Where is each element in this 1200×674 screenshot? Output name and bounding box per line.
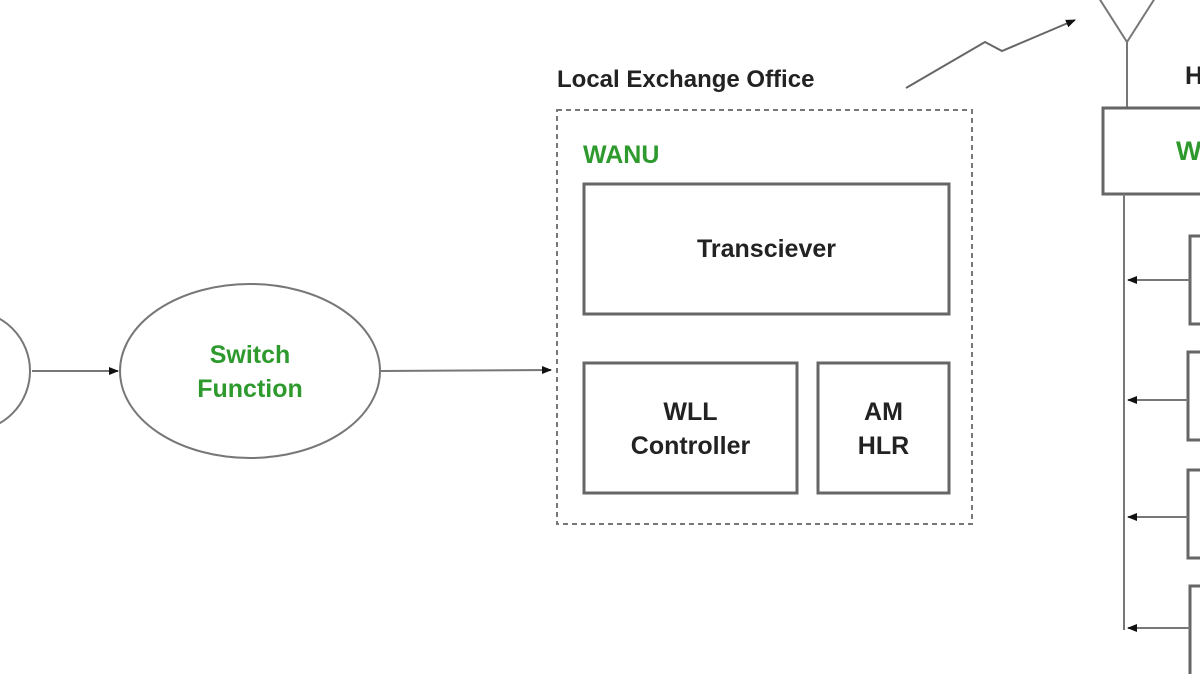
wireless-link bbox=[905, 19, 1076, 89]
am-hlr-line-1: AM bbox=[864, 398, 903, 426]
right-base-station-box bbox=[1101, 106, 1200, 196]
connector-switch-to-exchange bbox=[380, 366, 552, 375]
right-header-partial: H bbox=[1185, 62, 1200, 90]
switch-function-line-2: Function bbox=[197, 375, 303, 403]
right-terminal-box-3 bbox=[1186, 468, 1200, 560]
wll-controller-box bbox=[582, 361, 799, 495]
right-terminal-box-2 bbox=[1186, 350, 1200, 442]
am-hlr-box bbox=[816, 361, 951, 495]
right-box-label-partial: W bbox=[1176, 136, 1200, 166]
transceiver-box bbox=[582, 182, 951, 316]
switch-function-label: Switch Function bbox=[150, 338, 350, 406]
switch-function-line-1: Switch bbox=[209, 341, 291, 369]
am-hlr-label: AM HLR bbox=[818, 395, 949, 463]
transceiver-label: Transciever bbox=[697, 235, 836, 263]
am-hlr-line-2: HLR bbox=[857, 432, 910, 460]
wll-controller-line-1: WLL bbox=[663, 398, 718, 426]
wll-controller-line-2: Controller bbox=[630, 432, 751, 460]
left-node-partial bbox=[0, 317, 31, 425]
wanu-label: WANU bbox=[583, 141, 660, 169]
right-terminal-box-1 bbox=[1188, 234, 1200, 326]
local-exchange-office-container bbox=[556, 109, 973, 525]
right-terminal-box-4 bbox=[1188, 584, 1200, 674]
wll-controller-label: WLL Controller bbox=[584, 395, 797, 463]
switch-function-node bbox=[119, 283, 381, 459]
antenna-icon bbox=[1099, 0, 1155, 44]
local-exchange-office-title: Local Exchange Office bbox=[557, 66, 815, 93]
